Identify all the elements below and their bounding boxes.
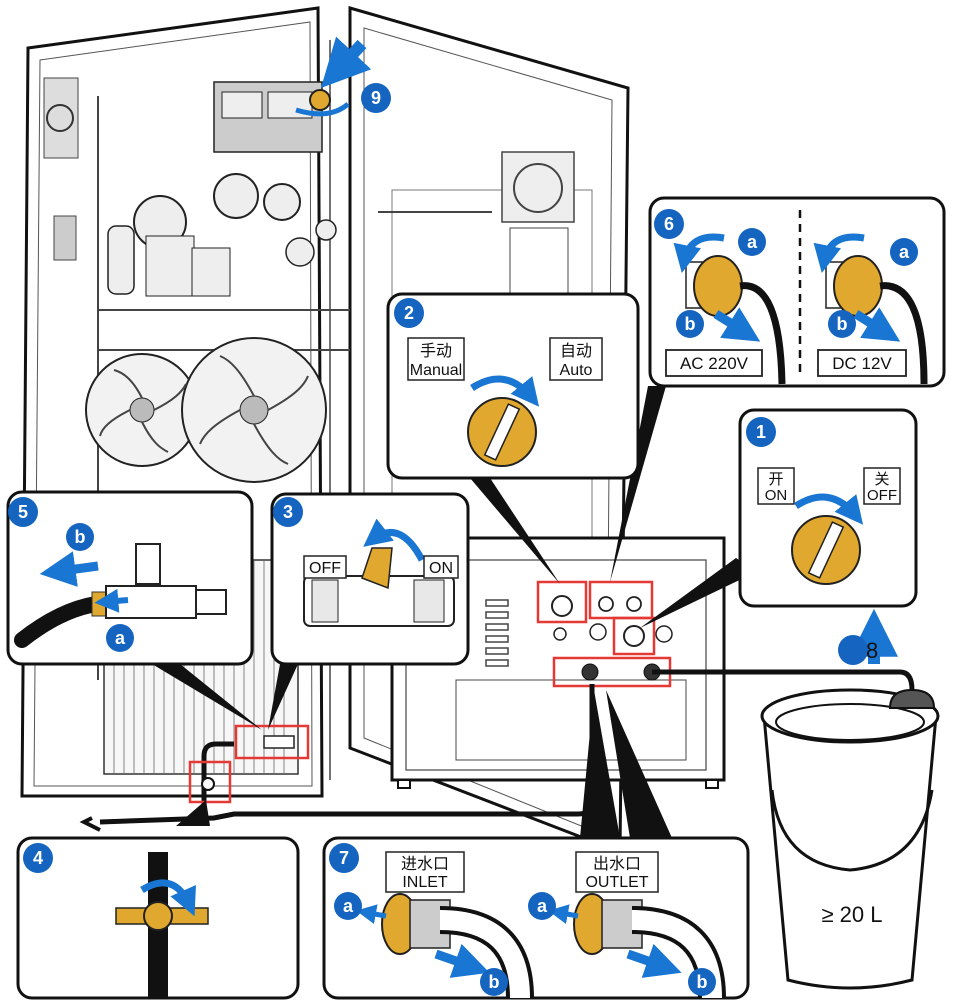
step-number-1: 1 [756, 422, 766, 442]
compressor-icon [214, 174, 258, 218]
inlet-label-en: INLET [402, 874, 448, 891]
panel-step3 [272, 494, 468, 664]
step-number-6: 6 [664, 214, 674, 234]
inlet-port[interactable] [582, 664, 598, 680]
arrow-b-icon [54, 566, 98, 572]
fitting-icon [310, 90, 330, 110]
step6-ac-sub-a: a [747, 232, 758, 252]
bucket [762, 690, 938, 988]
dc-plug-icon [834, 256, 882, 316]
step-number-9: 9 [371, 88, 381, 108]
hose-end-icon [890, 690, 934, 708]
manual-label-cn: 手动 [420, 342, 452, 360]
step7-inlet-sub-a: a [343, 896, 354, 916]
ac-connector[interactable] [599, 597, 613, 611]
on-label-cn: 开 [768, 471, 783, 488]
step7-outlet-sub-b: b [697, 972, 708, 992]
outlet-label-en: OUTLET [585, 874, 648, 891]
panel-step4 [18, 838, 298, 998]
off-label-en: OFF [867, 487, 897, 504]
step5-sub-b: b [75, 527, 86, 547]
ball-valve[interactable] [202, 778, 214, 790]
panel-mode-switch[interactable] [552, 596, 572, 616]
outlet-label-cn: 出水口 [593, 855, 641, 873]
dc-label: DC 12V [832, 354, 892, 373]
step6-dc-sub-b: b [837, 314, 848, 334]
step-badge-8 [838, 635, 868, 665]
bucket-capacity-label: ≥ 20 L [821, 902, 882, 927]
step6-dc-sub-a: a [899, 242, 910, 262]
valve-off-label: OFF [309, 560, 341, 577]
drain-valve[interactable] [264, 736, 294, 748]
panel-step2 [388, 294, 638, 478]
step7-inlet-sub-b: b [489, 972, 500, 992]
off-label-cn: 关 [874, 471, 889, 488]
dc-connector[interactable] [627, 597, 641, 611]
on-label-en: ON [765, 487, 788, 504]
arrow-a-icon [104, 600, 128, 602]
step-number-5: 5 [18, 502, 28, 522]
step-number-8: 8 [866, 638, 878, 663]
step-number-3: 3 [283, 502, 293, 522]
step5-sub-a: a [115, 628, 126, 648]
step7-outlet-sub-a: a [537, 896, 548, 916]
panel-power-switch[interactable] [624, 626, 644, 646]
auto-label-en: Auto [560, 362, 593, 379]
valve-on-label: ON [429, 560, 453, 577]
ac-label: AC 220V [680, 354, 749, 373]
manual-label-en: Manual [410, 362, 462, 379]
auto-label-cn: 自动 [560, 342, 592, 360]
ac-plug-icon [694, 256, 742, 316]
step-number-2: 2 [404, 303, 414, 323]
step-number-4: 4 [33, 848, 43, 868]
step-number-7: 7 [339, 848, 349, 868]
inlet-label-cn: 进水口 [401, 855, 449, 873]
step6-ac-sub-b: b [685, 314, 696, 334]
